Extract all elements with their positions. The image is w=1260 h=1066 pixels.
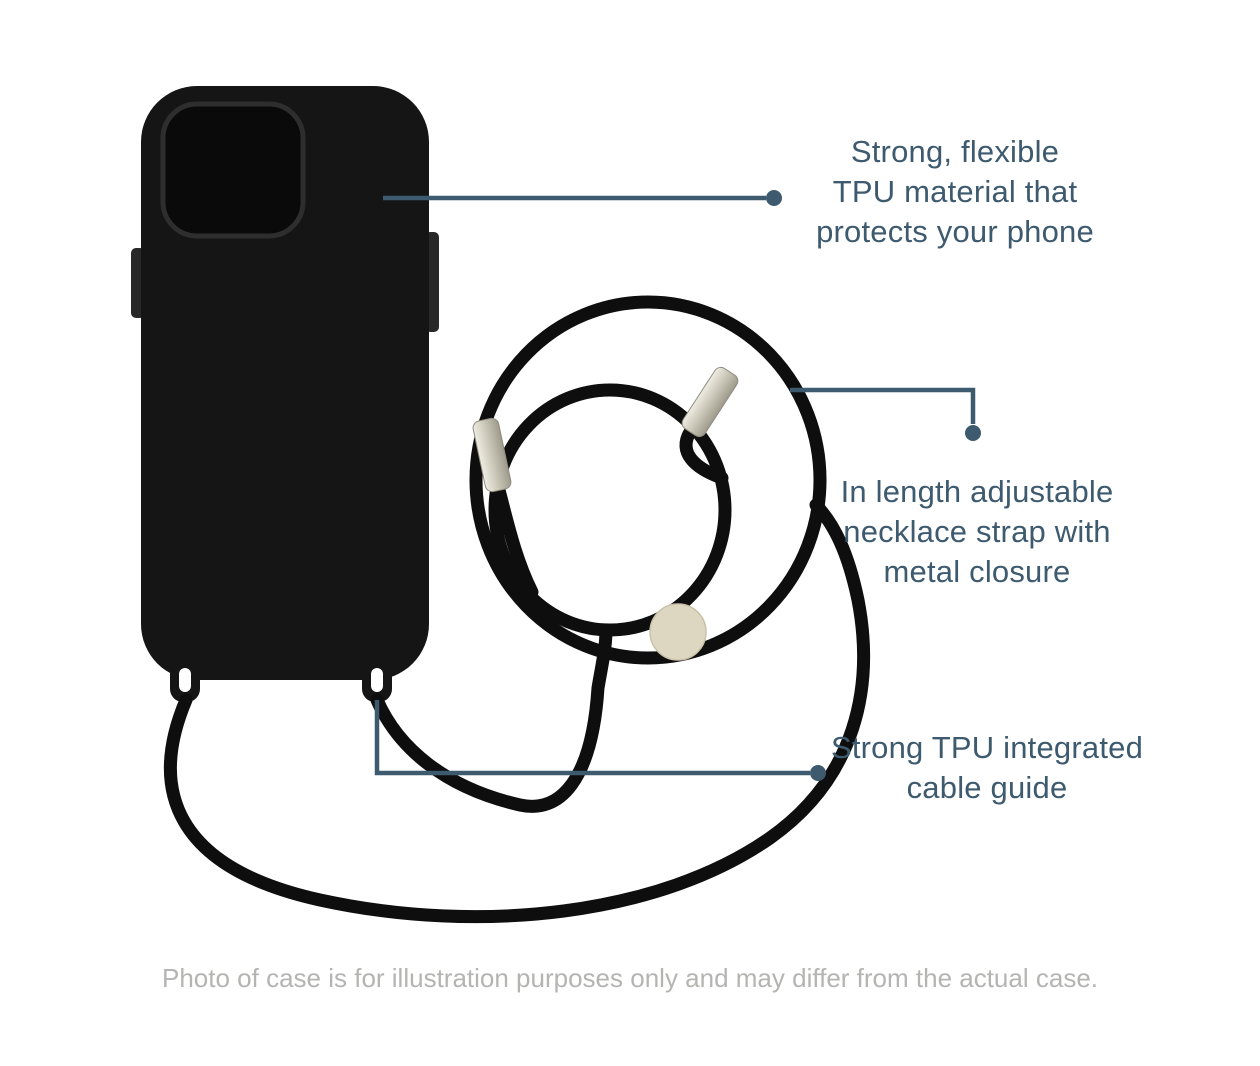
cord-right-guide-run bbox=[370, 623, 613, 813]
cord-left-tip-stub bbox=[492, 483, 539, 599]
cord-coil-outer bbox=[469, 295, 827, 665]
metal-tip-right bbox=[681, 366, 739, 438]
annotation-tpu-material: Strong, flexible TPU material that prote… bbox=[775, 132, 1135, 252]
annotation-text-line: necklace strap with bbox=[843, 514, 1111, 549]
necklace-cord bbox=[163, 295, 870, 924]
callout-dot-cable-guide bbox=[810, 765, 826, 781]
annotation-text-line: protects your phone bbox=[816, 214, 1094, 249]
callout-line-strap bbox=[790, 387, 976, 424]
callout-line-cable-guide bbox=[374, 700, 810, 776]
annotation-text-line: In length adjustable bbox=[840, 474, 1114, 509]
callout-dot-tpu bbox=[766, 190, 782, 206]
cable-guide-left-hole bbox=[179, 668, 191, 692]
cord-outer-loop bbox=[163, 498, 870, 924]
strap-adjuster-bead bbox=[649, 603, 707, 661]
cord-right-tip-stub bbox=[679, 425, 729, 485]
annotation-text-line: metal closure bbox=[883, 554, 1071, 589]
cable-guide-right-hole bbox=[371, 668, 383, 692]
annotation-text-line: Strong, flexible bbox=[850, 134, 1060, 169]
annotation-cable-guide: Strong TPU integrated cable guide bbox=[822, 728, 1152, 808]
footer-disclaimer: Photo of case is for illustration purpos… bbox=[162, 963, 1098, 993]
annotation-text-line: Strong TPU integrated bbox=[830, 730, 1144, 765]
metal-tip-left bbox=[472, 417, 512, 493]
annotation-text-line: TPU material that bbox=[832, 174, 1078, 209]
annotation-text-line: cable guide bbox=[906, 770, 1068, 805]
callout-dot-strap bbox=[965, 425, 981, 441]
camera-module bbox=[160, 101, 306, 239]
annotation-necklace-strap: In length adjustable necklace strap with… bbox=[792, 472, 1162, 592]
callout-dots bbox=[766, 190, 981, 781]
callout-lines bbox=[374, 195, 976, 776]
